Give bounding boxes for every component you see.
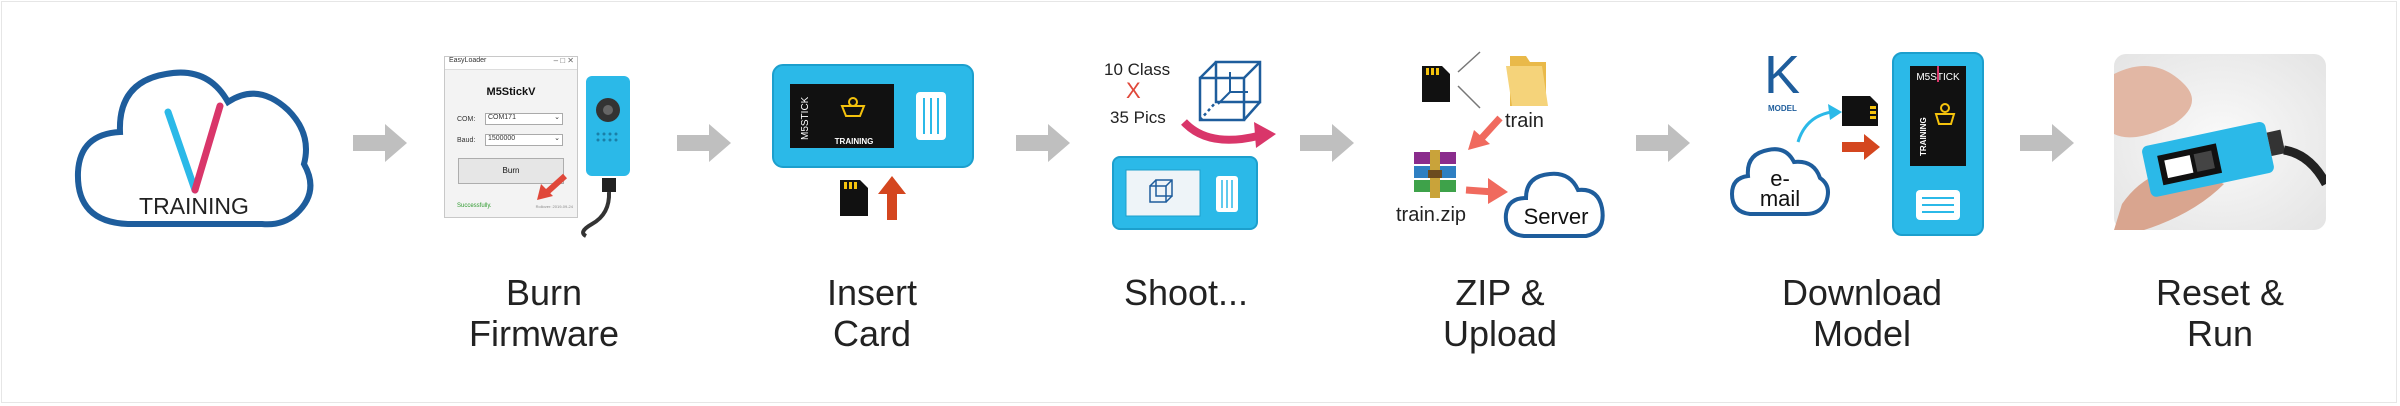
sd-card-icon: [1422, 66, 1450, 102]
status-text: Successfully.: [457, 203, 492, 209]
email-label-line2: mail: [1760, 186, 1800, 211]
caption-line: Upload: [1442, 313, 1558, 354]
flow-arrow-5: [1636, 124, 1690, 162]
insert-up-arrow-icon: [878, 176, 906, 220]
window-controls-icon: – □ ✕: [553, 56, 574, 65]
sd-card-icon: [840, 180, 868, 216]
caption-line: Download: [1781, 272, 1943, 313]
click-arrow-icon: [537, 173, 568, 200]
hand-reset-photo: [2114, 54, 2326, 230]
m5stickv-vertical-device: M5STICK TRAINING: [1892, 52, 1984, 236]
server-cloud-icon: Server: [1503, 171, 1605, 238]
baud-label: Baud:: [457, 136, 476, 144]
caption-line: Firmware: [469, 313, 619, 354]
com-label: COM:: [457, 115, 476, 123]
caption-line: Insert: [826, 272, 918, 313]
x-mark-text: X: [1126, 78, 1141, 103]
caption-download-model: Download Model: [1742, 272, 1982, 354]
folder-label: train: [1505, 110, 1544, 132]
m5stickv-shooting-device: [1112, 156, 1258, 230]
email-cloud-icon: e- mail: [1729, 147, 1830, 216]
right-arrow-icon: [1842, 134, 1880, 160]
zip-archive-icon: [1414, 150, 1456, 198]
com-select[interactable]: COM171⌄: [484, 113, 563, 125]
k-model-letter: K: [1764, 45, 1801, 105]
class-count-text: 10 Class: [1104, 60, 1171, 79]
connector-lines: [1457, 51, 1481, 109]
pics-count-text: 35 Pics: [1110, 108, 1166, 127]
upload-arrow-icon: [1465, 178, 1508, 204]
baud-select[interactable]: 1500000⌄: [484, 134, 563, 146]
chevron-down-icon: ⌄: [554, 114, 560, 121]
caption-line: Reset &: [2155, 272, 2285, 313]
rotate-arrow-icon: [1181, 119, 1276, 148]
flow-arrow-3: [1016, 124, 1070, 162]
easyloader-heading: M5StickV: [486, 86, 536, 98]
caption-line: Card: [832, 313, 912, 354]
burn-button[interactable]: Burn: [458, 158, 564, 184]
caption-reset-run: Reset & Run: [2100, 272, 2340, 354]
caption-burn-firmware: Burn Firmware: [424, 272, 664, 354]
flow-arrow-4: [1300, 124, 1354, 162]
curved-arrow-icon: [1796, 104, 1842, 143]
chevron-down-icon: ⌄: [554, 135, 560, 142]
screen-training-label: TRAINING: [1919, 117, 1928, 156]
k-model-caption: MODEL: [1768, 104, 1797, 113]
version-text: Rollover: 2019-09-24: [535, 204, 573, 209]
caption-zip-upload: ZIP & Upload: [1380, 272, 1620, 354]
caption-line: Model: [1812, 313, 1912, 354]
m5stickv-usb-device-icon: [581, 76, 630, 238]
easyloader-window: EasyLoader – □ ✕ M5StickV COM: COM171⌄ B…: [444, 56, 578, 218]
m5stickv-device-screen: M5STICK TRAINING: [772, 64, 974, 168]
v-training-cloud-icon: TRAINING: [68, 52, 322, 232]
caption-insert-card: Insert Card: [752, 272, 992, 354]
caption-line: ZIP &: [1455, 272, 1545, 313]
zip-label: train.zip: [1396, 204, 1467, 226]
flow-arrow-6: [2020, 124, 2074, 162]
sd-card-icon: [1842, 96, 1878, 126]
compress-arrow-icon: [1468, 115, 1503, 150]
flow-arrow-2: [677, 124, 731, 162]
server-label: Server: [1524, 204, 1589, 229]
folder-icon: [1506, 56, 1548, 106]
email-label-line1: e-: [1770, 166, 1790, 191]
cube-object-icon: [1198, 60, 1262, 122]
screen-training-label: TRAINING: [835, 137, 874, 146]
window-title: EasyLoader: [449, 57, 487, 64]
cloud-label: TRAINING: [139, 193, 249, 219]
caption-line: Run: [2186, 313, 2254, 354]
caption-shoot: Shoot...: [1066, 272, 1306, 313]
caption-line: Burn: [505, 272, 583, 313]
device-brand-text: M5STICK: [800, 96, 811, 140]
flow-arrow-1: [353, 124, 407, 162]
caption-line: Shoot...: [1123, 272, 1249, 313]
